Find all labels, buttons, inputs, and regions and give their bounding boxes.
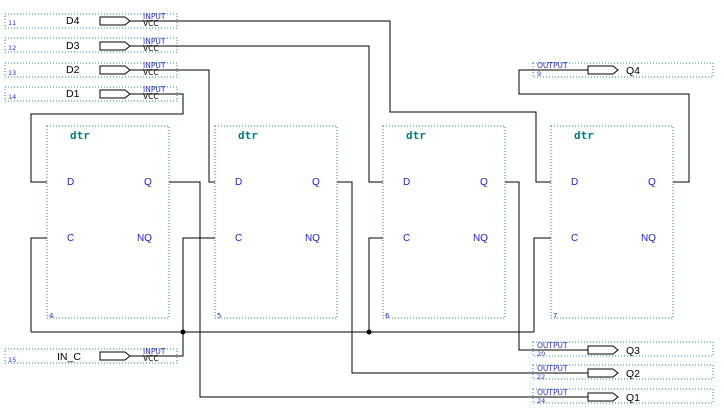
wire-q1 <box>169 181 588 398</box>
port-c: C <box>67 233 74 244</box>
pin-vcc: VCC <box>143 92 159 101</box>
pin-kind: INPUT <box>143 12 166 21</box>
output-pin-q4[interactable]: OUTPUT 9 Q4 <box>532 61 714 78</box>
port-d: D <box>403 177 410 188</box>
port-c: C <box>403 233 410 244</box>
wire-clock-2 <box>182 237 215 332</box>
wire-clock-4 <box>533 237 551 332</box>
port-q: Q <box>480 177 488 188</box>
output-pin-symbol <box>587 392 619 402</box>
pin-kind: INPUT <box>143 85 166 94</box>
junction-dot <box>366 329 372 335</box>
dtr-block-3[interactable]: dtr D Q C NQ 6 <box>382 125 506 320</box>
pin-vcc: VCC <box>143 44 159 53</box>
pin-number: 12 <box>8 44 16 52</box>
block-id: 4 <box>49 312 54 320</box>
port-q: Q <box>144 177 152 188</box>
port-nq: NQ <box>137 233 152 244</box>
pin-kind: OUTPUT <box>537 388 568 397</box>
block-title: dtr <box>406 129 426 142</box>
block-title: dtr <box>238 129 258 142</box>
port-d: D <box>67 177 74 188</box>
pin-number: 13 <box>8 69 16 77</box>
wire-d4 <box>130 20 551 183</box>
pin-vcc: VCC <box>143 19 159 28</box>
port-d: D <box>235 177 242 188</box>
block-title: dtr <box>70 129 90 142</box>
port-nq: NQ <box>473 233 488 244</box>
port-c: C <box>571 233 578 244</box>
input-pin-symbol <box>99 16 131 26</box>
output-pin-symbol <box>587 368 619 378</box>
input-pin-symbol <box>99 41 131 51</box>
wire-d3 <box>130 45 383 183</box>
dtr-block-2[interactable]: dtr D Q C NQ 5 <box>214 125 338 320</box>
input-pin-symbol <box>99 65 131 75</box>
pin-vcc: VCC <box>143 68 159 77</box>
block-id: 6 <box>385 312 390 320</box>
pin-number: 14 <box>8 93 16 101</box>
pin-kind: INPUT <box>143 61 166 70</box>
pin-kind: OUTPUT <box>537 364 568 373</box>
signal-name: Q1 <box>626 392 640 404</box>
pin-vcc: VCC <box>143 354 159 363</box>
pin-kind: OUTPUT <box>537 341 568 350</box>
input-pin-symbol <box>99 351 131 361</box>
signal-name: IN_C <box>57 351 81 363</box>
pin-number: 24 <box>537 397 545 405</box>
output-pin-symbol <box>587 345 619 355</box>
signal-name: Q4 <box>626 65 640 77</box>
block-id: 7 <box>553 312 557 320</box>
pin-kind: OUTPUT <box>537 61 568 70</box>
wire-q4 <box>518 69 690 183</box>
output-pin-q3[interactable]: OUTPUT 20 Q3 <box>532 341 714 358</box>
input-pin-d1[interactable]: 14 D1 INPUT VCC <box>4 85 178 102</box>
signal-name: Q3 <box>626 345 640 357</box>
pin-number: 22 <box>537 373 545 381</box>
pin-number: 11 <box>8 19 16 27</box>
port-d: D <box>571 177 578 188</box>
input-pin-d2[interactable]: 13 D2 INPUT VCC <box>4 61 178 78</box>
wire-clock-1 <box>30 237 47 332</box>
signal-name: Q2 <box>626 368 640 380</box>
block-id: 5 <box>217 312 221 320</box>
wire-q3 <box>505 181 588 351</box>
wire-d1 <box>30 93 184 183</box>
pin-kind: INPUT <box>143 37 166 46</box>
port-nq: NQ <box>305 233 320 244</box>
pin-number: 9 <box>537 70 541 78</box>
output-pin-q2[interactable]: OUTPUT 22 Q2 <box>532 364 714 381</box>
pin-kind: INPUT <box>143 347 166 356</box>
input-pin-in-c[interactable]: 15 IN_C INPUT VCC <box>4 347 178 364</box>
wire-q2 <box>337 181 588 374</box>
pin-number: 20 <box>537 350 545 358</box>
pin-number: 15 <box>8 356 16 364</box>
signal-name: D1 <box>66 88 80 100</box>
signal-name: D3 <box>66 40 80 52</box>
junction-dot <box>180 329 186 335</box>
dtr-block-1[interactable]: dtr D Q C NQ 4 <box>46 125 170 320</box>
port-nq: NQ <box>641 233 656 244</box>
input-pin-d4[interactable]: 11 D4 INPUT VCC <box>4 12 178 29</box>
port-q: Q <box>312 177 320 188</box>
signal-name: D2 <box>66 64 80 76</box>
dtr-block-4[interactable]: dtr D Q C NQ 7 <box>550 125 674 320</box>
input-pin-d3[interactable]: 12 D3 INPUT VCC <box>4 37 178 53</box>
wire-d2 <box>130 69 215 183</box>
port-q: Q <box>648 177 656 188</box>
signal-name: D4 <box>66 15 80 27</box>
port-c: C <box>235 233 242 244</box>
block-title: dtr <box>574 129 594 142</box>
input-pin-symbol <box>99 89 131 99</box>
output-pin-symbol <box>587 65 619 75</box>
output-pin-q1[interactable]: OUTPUT 24 Q1 <box>532 388 714 405</box>
wire-clock-3 <box>368 237 383 332</box>
wire-clock-in <box>130 332 184 357</box>
